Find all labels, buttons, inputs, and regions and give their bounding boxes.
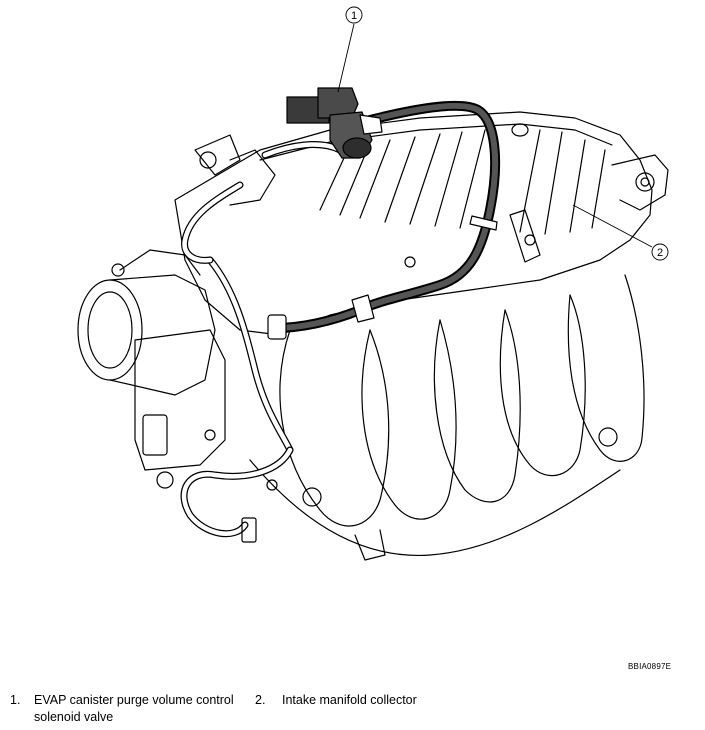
evap-purge-hose bbox=[267, 100, 501, 340]
callout-2-circle bbox=[651, 243, 669, 261]
callout-2: 2 bbox=[572, 204, 669, 261]
callout-2-leader bbox=[572, 204, 653, 248]
evap-purge-solenoid-valve bbox=[286, 87, 383, 159]
legend-item-2-label: Intake manifold collector bbox=[282, 693, 417, 707]
callout-1-circle bbox=[345, 6, 363, 24]
callout-1-number: 1 bbox=[351, 10, 357, 22]
callout-2-number: 2 bbox=[657, 247, 663, 259]
legend-item-1-label: EVAP canister purge volume control solen… bbox=[34, 693, 234, 724]
callout-1: 1 bbox=[337, 6, 363, 93]
intake-manifold-drawing bbox=[77, 111, 669, 561]
legend-item-1-number: 1. bbox=[10, 693, 21, 707]
figure-code: BBIA0897E bbox=[628, 662, 672, 671]
engine-intake-diagram: 1 2 bbox=[77, 6, 669, 561]
callout-1-leader bbox=[337, 23, 355, 93]
legend-item-2-number: 2. bbox=[255, 693, 266, 707]
